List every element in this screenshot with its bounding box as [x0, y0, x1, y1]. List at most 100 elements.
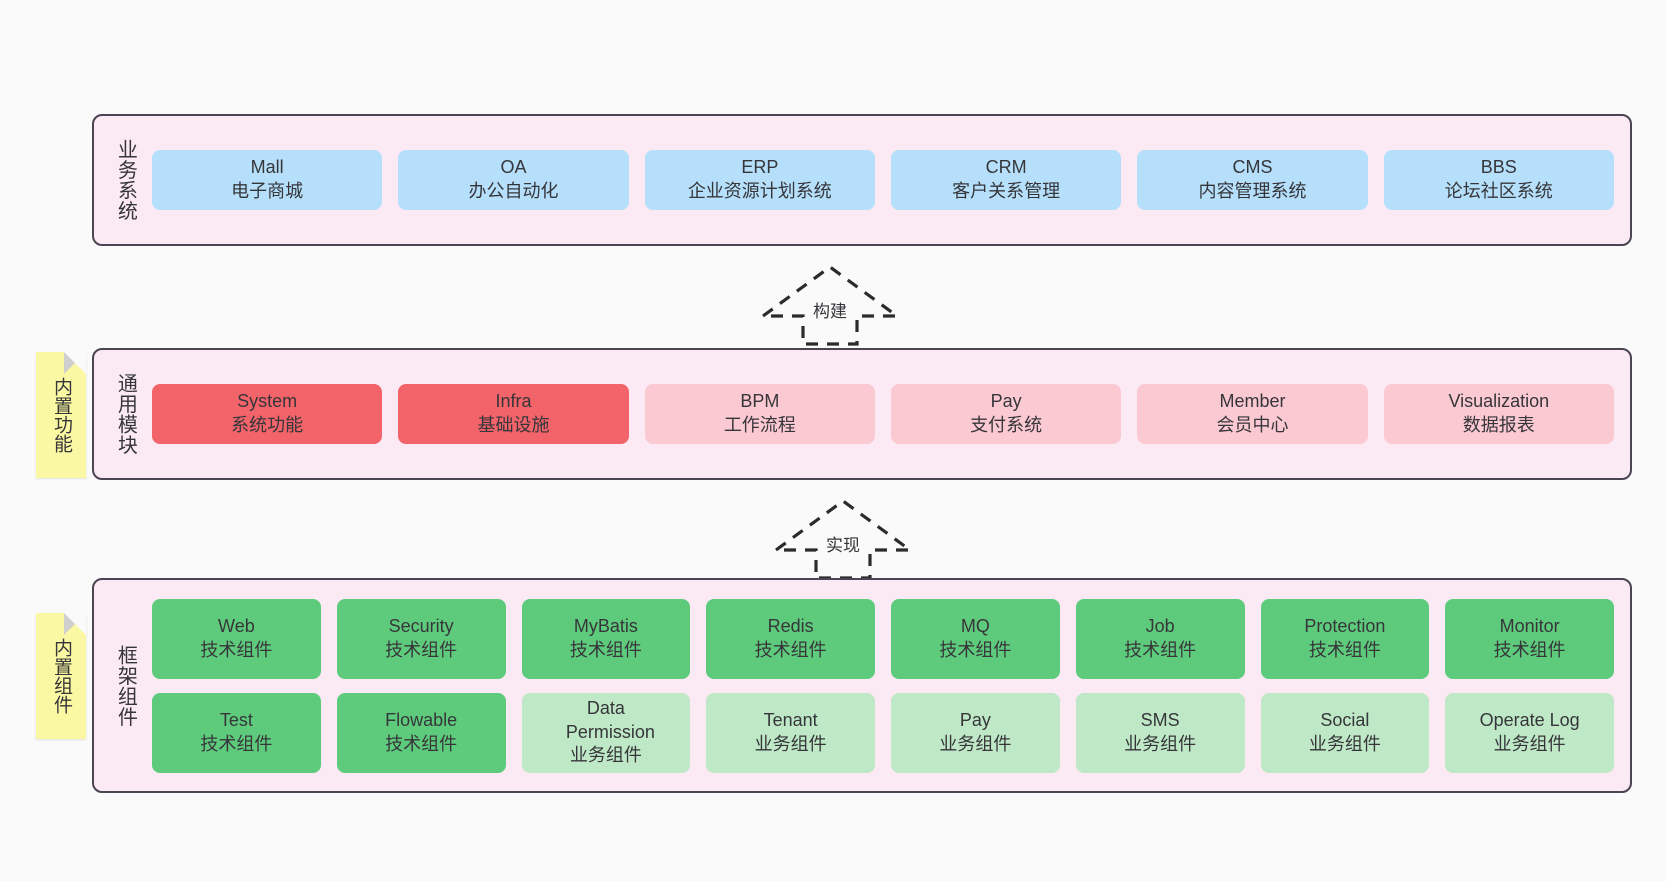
- cell-title: SMS: [1140, 709, 1180, 730]
- cell-title: MyBatis: [573, 615, 638, 636]
- cell-title: Operate Log: [1479, 709, 1580, 730]
- cell-operate-log[interactable]: Operate Log 业务组件: [1445, 692, 1614, 773]
- cell-infra[interactable]: Infra 基础设施: [398, 384, 629, 444]
- cell-title: Flowable: [385, 709, 458, 730]
- cell-subtitle: 业务组件: [754, 733, 827, 754]
- cell-row: Test 技术组件 Flowable 技术组件 Data Permission …: [152, 692, 1614, 773]
- cell-subtitle: 技术组件: [1493, 639, 1566, 660]
- layer-body-business-system: Mall 电子商城 OA 办公自动化 ERP 企业资源计划系统 CRM 客户关系…: [142, 116, 1630, 244]
- cell-test[interactable]: Test 技术组件: [152, 692, 321, 773]
- cell-web[interactable]: Web 技术组件: [152, 598, 321, 679]
- cell-title: CRM: [985, 157, 1027, 178]
- layer-body-common-module: System 系统功能 Infra 基础设施 BPM 工作流程 Pay 支付系统…: [142, 350, 1630, 478]
- cell-subtitle: 技术组件: [1124, 639, 1197, 660]
- cell-row: Web 技术组件 Security 技术组件 MyBatis 技术组件 Redi…: [152, 598, 1614, 679]
- cell-cms[interactable]: CMS 内容管理系统: [1137, 150, 1368, 210]
- cell-title: Member: [1219, 391, 1286, 412]
- sticky-note-builtin-function: 内置功能: [36, 352, 86, 478]
- cell-subtitle: 技术组件: [385, 639, 458, 660]
- cell-member[interactable]: Member 会员中心: [1137, 384, 1368, 444]
- cell-tenant[interactable]: Tenant 业务组件: [706, 692, 875, 773]
- cell-subtitle: 系统功能: [231, 415, 304, 435]
- cell-subtitle: 业务组件: [1493, 733, 1566, 754]
- arrow-build: 构建: [757, 262, 903, 348]
- cell-title: Data Permission: [565, 697, 655, 742]
- arrow-outline-path: [758, 265, 902, 346]
- cell-subtitle: 基础设施: [477, 415, 550, 435]
- cell-title: Test: [219, 709, 253, 730]
- layer-framework-component: 框架组件 Web 技术组件 Security 技术组件 MyBatis 技术组件…: [92, 578, 1632, 793]
- cell-protection[interactable]: Protection 技术组件: [1260, 598, 1430, 679]
- cell-title: Security: [388, 615, 454, 636]
- cell-title: BPM: [740, 391, 780, 412]
- cell-title: Visualization: [1448, 391, 1550, 412]
- cell-title: OA: [500, 157, 527, 178]
- cell-security[interactable]: Security 技术组件: [336, 598, 506, 679]
- cell-subtitle: 业务组件: [939, 733, 1012, 754]
- cell-oa[interactable]: OA 办公自动化: [398, 150, 629, 210]
- cell-title: Infra: [495, 391, 532, 412]
- cell-title: Social: [1320, 709, 1370, 730]
- cell-title: Job: [1145, 615, 1175, 636]
- cell-subtitle: 技术组件: [939, 639, 1012, 660]
- layer-title-common-module: 通用模块: [114, 373, 137, 455]
- sticky-note-label: 内置组件: [51, 638, 73, 714]
- cell-subtitle: 技术组件: [754, 639, 827, 660]
- cell-visualization[interactable]: Visualization 数据报表: [1383, 384, 1614, 444]
- cell-subtitle: 技术组件: [200, 639, 273, 660]
- cell-monitor[interactable]: Monitor 技术组件: [1445, 598, 1614, 679]
- cell-title: MQ: [960, 615, 990, 636]
- cell-pay-module[interactable]: Pay 支付系统: [890, 384, 1122, 444]
- cell-sms[interactable]: SMS 业务组件: [1075, 692, 1245, 773]
- layer-common-module: 通用模块 System 系统功能 Infra 基础设施 BPM 工作流程 Pay…: [92, 348, 1632, 480]
- sticky-note-builtin-component: 内置组件: [36, 613, 86, 739]
- cell-system[interactable]: System 系统功能: [152, 384, 383, 444]
- cell-subtitle: 技术组件: [1308, 639, 1381, 660]
- cell-title: Tenant: [763, 709, 818, 730]
- cell-job[interactable]: Job 技术组件: [1075, 598, 1245, 679]
- arrow-label: 构建: [811, 297, 849, 322]
- cell-subtitle: 工作流程: [723, 415, 796, 435]
- cell-bpm[interactable]: BPM 工作流程: [644, 384, 875, 444]
- cell-subtitle: 支付系统: [970, 415, 1043, 435]
- layer-title-framework-component: 框架组件: [114, 644, 137, 727]
- cell-title: ERP: [741, 157, 779, 178]
- sticky-note-label: 内置功能: [51, 377, 73, 453]
- cell-subtitle: 电子商城: [231, 181, 304, 201]
- cell-subtitle: 数据报表: [1462, 415, 1535, 435]
- cell-crm[interactable]: CRM 客户关系管理: [890, 150, 1122, 210]
- cell-title: BBS: [1480, 157, 1517, 178]
- cell-title: Monitor: [1499, 615, 1560, 636]
- cell-subtitle: 论坛社区系统: [1444, 181, 1553, 201]
- cell-subtitle: 技术组件: [569, 639, 642, 660]
- cell-title: Web: [218, 615, 255, 636]
- cell-title: Protection: [1304, 615, 1386, 636]
- cell-redis[interactable]: Redis 技术组件: [706, 598, 875, 679]
- cell-title: Pay: [990, 391, 1022, 412]
- cell-row: System 系统功能 Infra 基础设施 BPM 工作流程 Pay 支付系统…: [152, 384, 1614, 444]
- cell-mall[interactable]: Mall 电子商城: [152, 150, 383, 210]
- cell-erp[interactable]: ERP 企业资源计划系统: [644, 150, 875, 210]
- cell-subtitle: 办公自动化: [468, 181, 559, 201]
- cell-subtitle: 技术组件: [200, 733, 273, 754]
- cell-data-permission[interactable]: Data Permission 业务组件: [521, 692, 691, 773]
- cell-social[interactable]: Social 业务组件: [1260, 692, 1430, 773]
- cell-mq[interactable]: MQ 技术组件: [891, 598, 1060, 679]
- cell-subtitle: 企业资源计划系统: [687, 181, 832, 201]
- cell-mybatis[interactable]: MyBatis 技术组件: [521, 598, 691, 679]
- cell-subtitle: 业务组件: [1308, 733, 1381, 754]
- cell-pay-component[interactable]: Pay 业务组件: [891, 692, 1060, 773]
- cell-bbs[interactable]: BBS 论坛社区系统: [1383, 150, 1614, 210]
- cell-subtitle: 业务组件: [1124, 733, 1197, 754]
- cell-flowable[interactable]: Flowable 技术组件: [336, 692, 506, 773]
- cell-subtitle: 会员中心: [1216, 415, 1289, 435]
- cell-title: Redis: [767, 615, 814, 636]
- cell-row: Mall 电子商城 OA 办公自动化 ERP 企业资源计划系统 CRM 客户关系…: [152, 150, 1614, 210]
- layer-business-system: 业务系统 Mall 电子商城 OA 办公自动化 ERP 企业资源计划系统 CRM…: [92, 114, 1632, 246]
- cell-subtitle: 客户关系管理: [952, 181, 1061, 201]
- cell-title: Mall: [250, 157, 284, 178]
- cell-subtitle: 技术组件: [385, 733, 458, 754]
- cell-subtitle: 内容管理系统: [1198, 181, 1307, 201]
- layer-body-framework-component: Web 技术组件 Security 技术组件 MyBatis 技术组件 Redi…: [142, 580, 1630, 791]
